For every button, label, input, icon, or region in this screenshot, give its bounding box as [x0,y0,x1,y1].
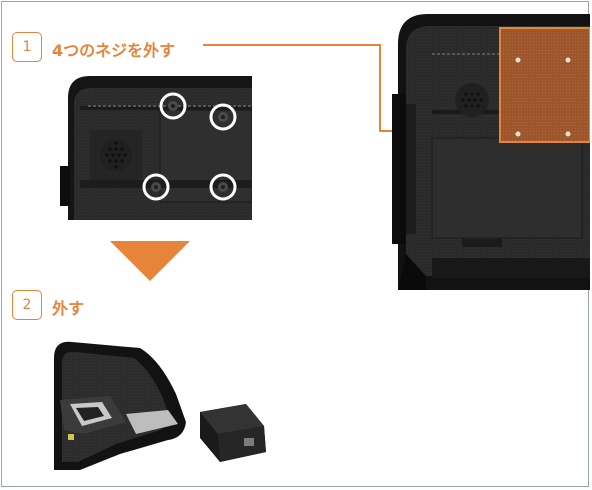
step-2-number: 2 [12,290,42,320]
screw-icon [159,92,187,120]
screw-icon [142,173,170,201]
battery-pack [200,404,266,462]
screw-closeup-image [60,76,252,220]
screw-icon [209,173,237,201]
battery-cover-highlight [499,27,590,143]
battery-removed-image [54,341,266,470]
step-1-text: 4つのネジを外す [52,41,176,60]
step-1-number: 1 [12,32,42,62]
step-2-text: 外す [52,299,85,318]
down-arrow-icon [110,241,190,281]
speaker-grille [100,139,132,171]
speaker-grille [455,83,489,117]
screw-icon [209,103,237,131]
tablet-underside-image [392,14,590,290]
